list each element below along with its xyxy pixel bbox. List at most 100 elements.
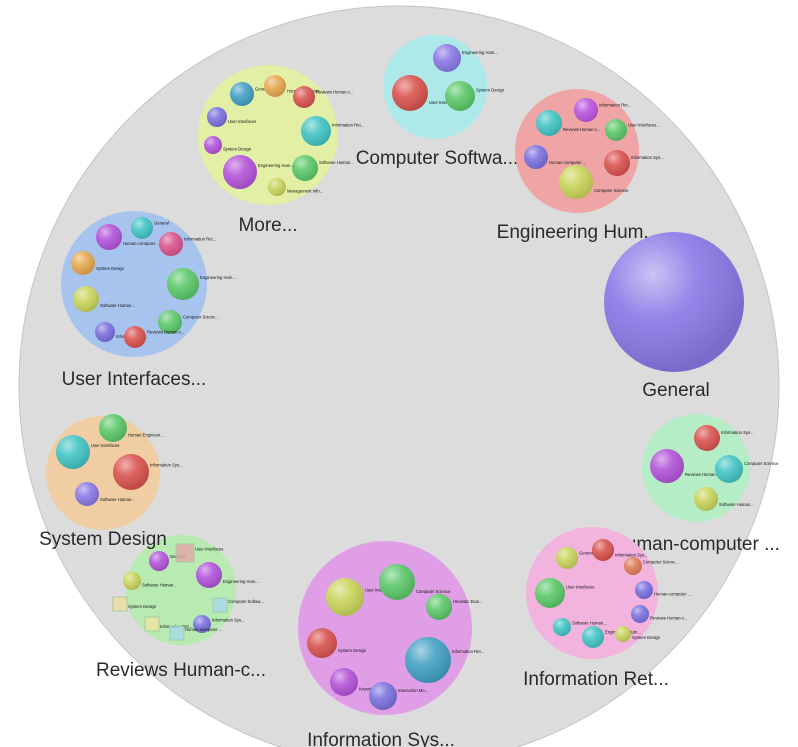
sub-bubble-label: User Interfaces	[566, 585, 594, 590]
cluster-circle[interactable]	[383, 35, 487, 139]
sub-bubble-gloss	[592, 539, 614, 561]
sub-bubble-gloss	[123, 572, 141, 590]
sub-bubble-label: Human-computer ...	[654, 591, 691, 596]
cluster-engineering-human[interactable]: Information Ret... Reviews Human-c... User…	[497, 89, 664, 243]
sub-bubble-gloss	[392, 75, 428, 111]
sub-bubble-gloss	[149, 551, 169, 571]
sub-bubble-gloss	[292, 155, 318, 181]
sub-bubble-label: User Interfaces	[195, 546, 223, 551]
sub-bubble-gloss	[559, 165, 593, 199]
sub-bubble-gloss	[167, 268, 199, 300]
sub-bubble-label: Human-computer ...	[123, 241, 160, 246]
cluster-computer-software[interactable]: Engineering Hum... User Interfaces... Syst…	[356, 35, 519, 169]
sub-bubble-label: System Design	[223, 146, 252, 151]
cluster-gloss	[604, 232, 744, 372]
sub-bubble-gloss	[268, 178, 286, 196]
sub-bubble-gloss	[124, 326, 146, 348]
sub-bubble-label: Human-computer ...	[549, 160, 586, 165]
sub-bubble-gloss	[56, 435, 90, 469]
sub-bubble-gloss	[369, 682, 397, 710]
sub-bubble-label: Computer Science	[416, 589, 451, 594]
sub-bubble-gloss	[301, 116, 331, 146]
cluster-label: More...	[238, 215, 297, 236]
sub-bubble-label: Management Info...	[287, 188, 323, 193]
sub-bubble-label: Computer Softwa...	[228, 599, 264, 604]
sub-bubble-gloss	[326, 578, 364, 616]
sub-bubble-gloss	[553, 618, 571, 636]
sub-bubble-gloss	[379, 564, 415, 600]
cluster-human-computer[interactable]: Information Sys...Reviews Human-c...Comp…	[612, 414, 780, 555]
sub-bubble-label: System Design	[476, 88, 505, 93]
sub-bubble-label: User Interfaces	[228, 119, 256, 124]
sub-bubble-gloss	[196, 562, 222, 588]
sub-bubble-gloss	[426, 594, 452, 620]
sub-bubble-gloss	[535, 578, 565, 608]
cluster-label: Computer Softwa...	[356, 148, 519, 169]
sub-bubble-label: Engineering Hum...	[223, 579, 259, 584]
sub-bubble-gloss	[75, 482, 99, 506]
sub-bubble-gloss	[624, 557, 642, 575]
sub-bubble-gloss	[631, 605, 649, 623]
sub-bubble-label: User Interfaces	[365, 587, 393, 592]
sub-bubble-label: User Interfaces...	[429, 100, 461, 105]
sub-bubble-label: System Design	[96, 266, 125, 271]
sub-bubble[interactable]	[112, 596, 128, 612]
sub-bubble-label: User Interfaces	[91, 443, 119, 448]
sub-bubble-gloss	[113, 454, 149, 490]
sub-bubble-gloss	[159, 232, 183, 256]
sub-bubble-label: Software Human...	[319, 160, 354, 165]
sub-bubble-label: Engineering Hum...	[462, 50, 498, 55]
sub-bubble-label: Computer Scienc...	[643, 559, 679, 564]
sub-bubble[interactable]	[212, 597, 228, 613]
sub-bubble-label: General	[255, 86, 270, 91]
cluster-label: Information Ret...	[523, 669, 669, 690]
sub-bubble[interactable]	[175, 543, 195, 563]
sub-bubble-gloss	[204, 136, 222, 154]
sub-bubble-gloss	[307, 628, 337, 658]
sub-bubble-gloss	[99, 414, 127, 442]
cluster-circle[interactable]	[642, 414, 750, 522]
sub-bubble-label: General	[154, 221, 169, 226]
sub-bubble-label: Information Ret...	[332, 123, 364, 128]
sub-bubble-gloss	[223, 155, 257, 189]
sub-bubble-label: System Design	[128, 604, 157, 609]
sub-bubble-gloss	[330, 668, 358, 696]
sub-bubble-gloss	[405, 637, 451, 683]
cluster-label: Information Sys...	[307, 730, 455, 747]
sub-bubble-gloss	[604, 150, 630, 176]
sub-bubble-label: Human Engineeri...	[128, 432, 164, 437]
sub-bubble-gloss	[73, 286, 99, 312]
sub-bubble-gloss	[582, 626, 604, 648]
sub-bubble-label: Information Sys...	[631, 155, 664, 160]
sub-bubble-label: User Interfaces...	[628, 123, 660, 128]
sub-bubble-label: Information Ret...	[452, 649, 484, 654]
cluster-reviews-human[interactable]: GeneralEngineering Hum...Information Sys…	[96, 535, 266, 681]
sub-bubble-gloss	[635, 581, 653, 599]
sub-bubble-gloss	[445, 81, 475, 111]
sub-bubble-gloss	[95, 322, 115, 342]
sub-bubble-label: Reviews Human-c...	[147, 330, 184, 335]
cluster-label: System Design	[39, 529, 167, 550]
sub-bubble-label: General	[579, 551, 594, 556]
sub-bubble-label: Software Human...	[142, 582, 177, 587]
sub-bubble-label: Reviews Human-c...	[650, 615, 687, 620]
sub-bubble-label: Information Ret...	[599, 102, 631, 107]
sub-bubble-gloss	[650, 449, 684, 483]
sub-bubble-gloss	[293, 86, 315, 108]
sub-bubble-label: Reviews Human-c...	[563, 127, 600, 132]
cluster-label: Reviews Human-c...	[96, 660, 266, 681]
sub-bubble-label: Reviews Human-c...	[685, 472, 722, 477]
sub-bubble[interactable]	[144, 616, 160, 632]
sub-bubble-label: Information Sys...	[212, 617, 245, 622]
sub-bubble-label: Software Human...	[100, 497, 135, 502]
sub-bubble-label: Engineering Hum...	[200, 275, 236, 280]
cluster-general[interactable]: General	[604, 232, 744, 401]
sub-bubble-label: Software Human...	[572, 620, 607, 625]
sub-bubble[interactable]	[169, 625, 185, 641]
